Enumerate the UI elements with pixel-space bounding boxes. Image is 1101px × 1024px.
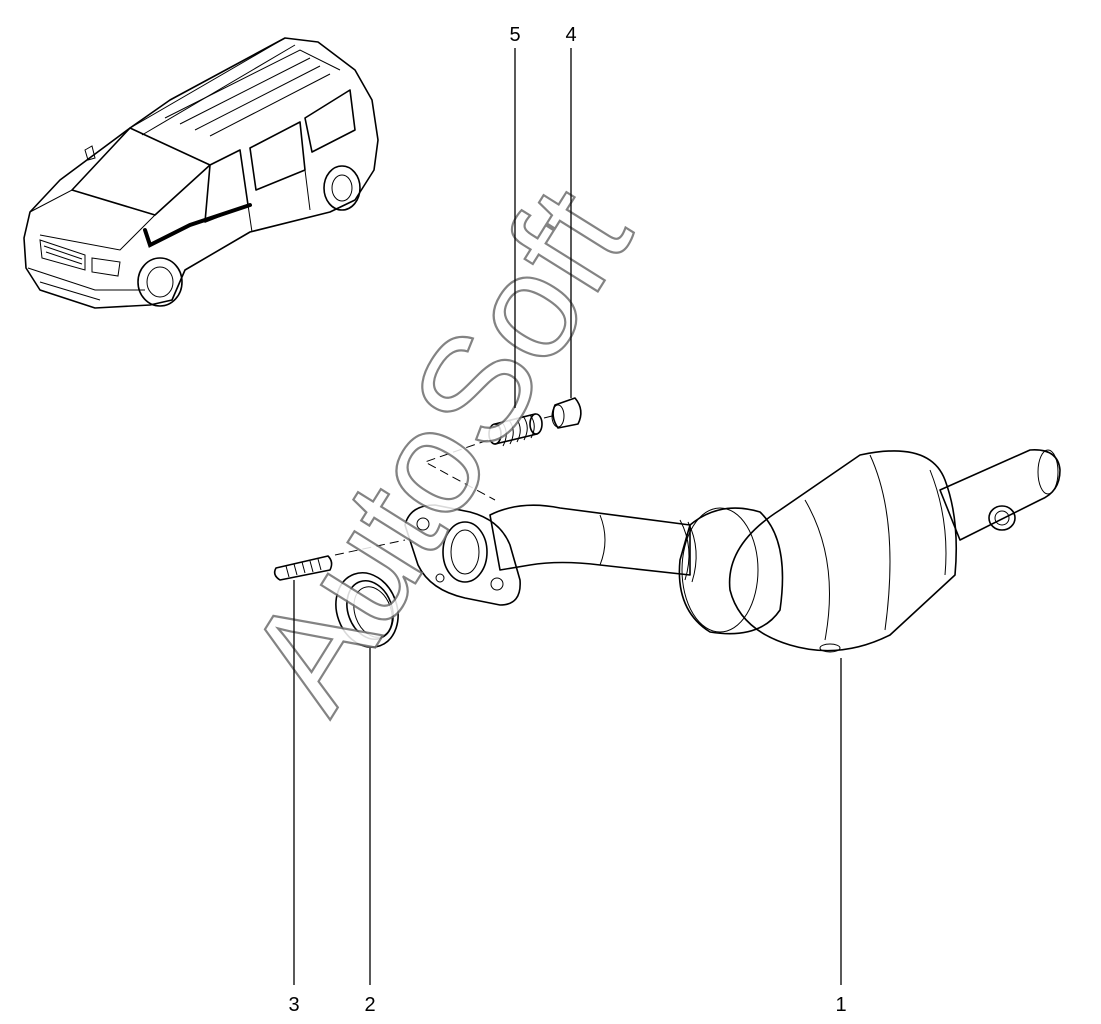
exhaust-flange <box>404 504 521 606</box>
vehicle-locator-illustration <box>23 37 379 309</box>
callout-label-3: 3 <box>288 994 299 1016</box>
assembly-guide-line <box>423 439 496 501</box>
gasket-ring-part-2 <box>335 572 399 648</box>
stud-part-3 <box>273 539 406 581</box>
callout-label-5: 5 <box>509 24 520 46</box>
spring-part-5 <box>488 413 543 447</box>
callout-label-1: 1 <box>835 994 846 1016</box>
callout-label-4: 4 <box>565 24 576 46</box>
watermark: AutoSoft <box>215 160 662 737</box>
callout-label-2: 2 <box>364 994 375 1016</box>
nut-part-4 <box>543 397 582 429</box>
catalytic-converter-part-1 <box>489 449 1061 653</box>
